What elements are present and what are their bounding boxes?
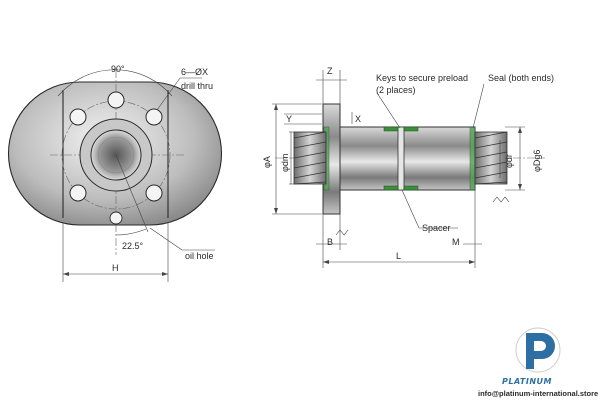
angle-label: 90°	[111, 64, 125, 74]
surface-finish-mark	[492, 196, 510, 203]
bolt-hole	[107, 91, 125, 109]
brand-email: info@platinum-international.store	[478, 389, 598, 398]
keys-label: Keys to secure preload	[376, 73, 468, 83]
holes-label: 6—ØX	[181, 67, 208, 77]
phi-dr-label: φdr	[504, 154, 514, 168]
phi-a-label: φA	[262, 156, 272, 168]
b-label: B	[327, 237, 333, 247]
l-label: L	[396, 251, 401, 261]
nut-body	[339, 126, 476, 191]
bolt-hole	[145, 108, 163, 126]
keys-label-places: (2 places)	[376, 85, 416, 95]
spacer-label: Spacer	[422, 223, 451, 233]
bolt-hole	[69, 108, 87, 126]
phi-d-label: φDg6	[532, 150, 542, 172]
oil-hole	[109, 211, 123, 225]
width-h-label: H	[112, 263, 119, 273]
preload-key	[403, 185, 419, 191]
bolt-hole	[69, 184, 87, 202]
oil-hole-label: oil hole	[185, 251, 214, 261]
x-label: X	[355, 114, 361, 124]
phi-dm-label: φdm	[280, 154, 290, 172]
z-label: Z	[327, 66, 333, 76]
oil-angle-label: 22.5°	[122, 241, 144, 251]
m-label: M	[452, 237, 460, 247]
logo-mark	[526, 333, 555, 369]
seal-right	[469, 126, 476, 191]
surface-finish-mark	[335, 229, 349, 236]
screw-shaft-right	[474, 131, 508, 185]
front-view: 90° 6—ØX drill thru 22.5° oil hole H	[7, 64, 223, 282]
seal-label: Seal (both ends)	[488, 73, 554, 83]
preload-key	[383, 185, 399, 191]
screw-shaft-left	[293, 131, 327, 185]
side-view: φA φdm Y Z X Keys to secure preload (2 p…	[262, 66, 554, 268]
bolt-hole	[145, 184, 163, 202]
preload-key	[383, 126, 399, 132]
y-label: Y	[286, 114, 292, 124]
drill-thru-label: drill thru	[181, 81, 213, 91]
brand-logo: PLATINUM	[502, 327, 561, 386]
spacer	[397, 126, 405, 191]
logo-text: PLATINUM	[502, 377, 552, 386]
preload-key	[403, 126, 419, 132]
